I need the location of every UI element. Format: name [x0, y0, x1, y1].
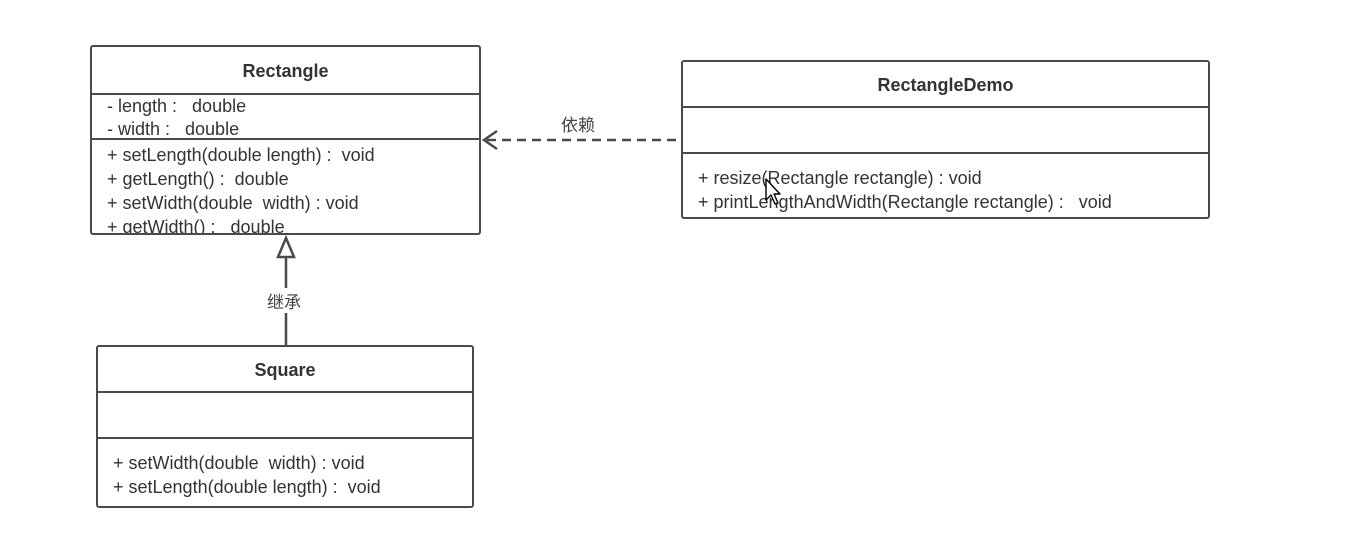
dependency-label: 依赖: [561, 116, 595, 136]
method-set-width: + setWidth(double width) : void: [113, 453, 365, 473]
class-rectangle-demo[interactable]: RectangleDemo + resize(Rectangle rectang…: [681, 60, 1210, 219]
method-print-length-and-width: + printLengthAndWidth(Rectangle rectangl…: [698, 192, 1112, 212]
dependency-arrowhead: [481, 129, 498, 151]
inheritance-label: 继承: [266, 288, 302, 313]
class-square-methods: + setWidth(double width) : void + setLen…: [98, 439, 472, 499]
class-square-attributes: [98, 393, 472, 439]
class-square[interactable]: Square + setWidth(double width) : void +…: [96, 345, 474, 508]
class-rectangle[interactable]: Rectangle - length : double - width : do…: [90, 45, 481, 235]
method-set-length: + setLength(double length) : void: [107, 145, 375, 165]
method-set-width: + setWidth(double width) : void: [107, 193, 359, 213]
mouse-pointer-icon: [765, 178, 781, 205]
class-rectangle-attributes: - length : double - width : double: [92, 95, 479, 140]
attribute-width: - width : double: [107, 119, 240, 139]
method-get-width: + getWidth() : double: [107, 217, 285, 235]
method-set-length: + setLength(double length) : void: [113, 477, 381, 497]
class-rectangle-name: Rectangle: [92, 47, 479, 95]
inheritance-triangle: [276, 234, 296, 259]
class-rectangle-methods: + setLength(double length) : void + getL…: [92, 140, 479, 235]
class-rectangle-demo-attributes: [683, 108, 1208, 154]
method-resize: + resize(Rectangle rectangle) : void: [698, 168, 982, 188]
method-get-length: + getLength() : double: [107, 169, 289, 189]
class-rectangle-demo-name: RectangleDemo: [683, 62, 1208, 108]
class-square-name: Square: [98, 347, 472, 393]
attribute-length: - length : double: [107, 96, 247, 116]
class-rectangle-demo-methods: + resize(Rectangle rectangle) : void + p…: [683, 154, 1208, 214]
